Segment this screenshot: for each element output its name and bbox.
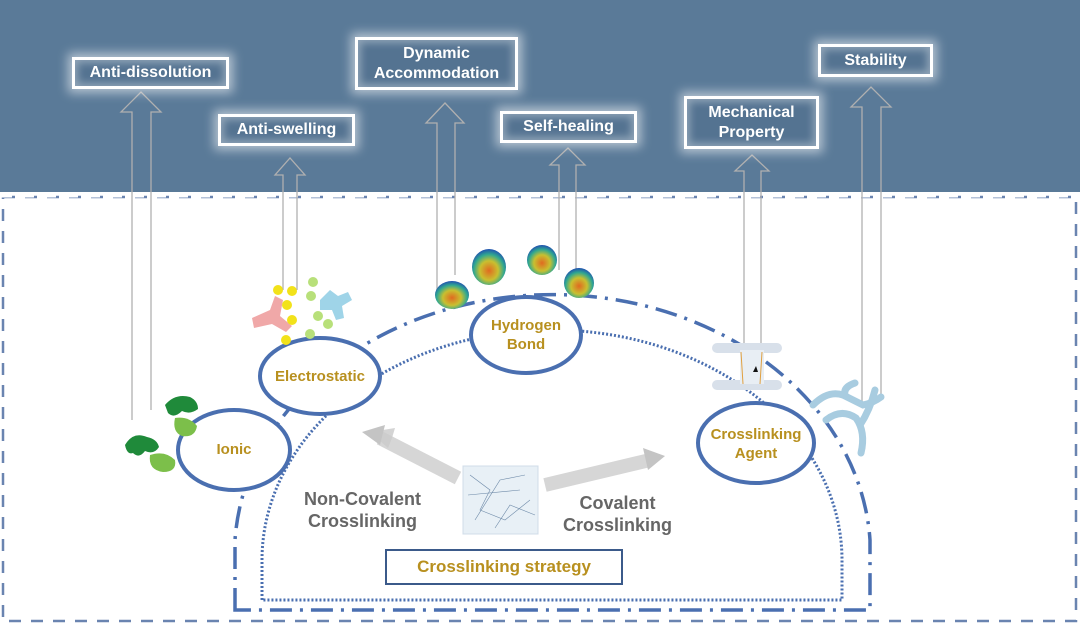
arrow-anti-dissolution xyxy=(119,91,163,420)
properties-band xyxy=(0,0,1080,192)
property-self-healing: Self-healing xyxy=(500,111,637,143)
crosslinking-agent-ellipse xyxy=(696,401,816,485)
crosslinking-agent-molecule-icon xyxy=(712,343,782,390)
arrows xyxy=(119,86,893,420)
arrow-self-healing xyxy=(548,147,587,272)
electrostatic-ellipse xyxy=(258,336,382,416)
branched-polymer-icon xyxy=(809,379,885,457)
crosslinking-strategy-label: Crosslinking strategy xyxy=(417,557,591,576)
hydrogen-bond-ellipse xyxy=(469,295,583,375)
property-anti-swelling: Anti-swelling xyxy=(218,114,355,146)
hydrogel-cube-icon xyxy=(462,465,539,535)
arrow-mechanical-property xyxy=(733,154,771,352)
hydrogen-bond-label: Hydrogen Bond xyxy=(490,317,561,353)
property-label: Dynamic Accommodation xyxy=(373,44,500,82)
crosslinking-strategy-box: Crosslinking strategy xyxy=(385,549,623,585)
electrostatic-molecule-icon xyxy=(252,277,352,345)
covalent-label: Covalent Crosslinking xyxy=(562,493,673,535)
property-dynamic-accommodation: Dynamic Accommodation xyxy=(355,37,518,90)
property-stability: Stability xyxy=(818,44,933,77)
property-label: Anti-dissolution xyxy=(89,64,212,81)
arrow-dynamic-accommodation xyxy=(424,102,466,290)
ionic-molecule-icon xyxy=(125,396,198,472)
arrow-stability xyxy=(849,86,893,405)
electrostatic-label: Electrostatic xyxy=(274,368,366,385)
ionic-ellipse xyxy=(176,408,292,492)
ionic-label: Ionic xyxy=(216,441,252,458)
arrow-to-noncovalent xyxy=(376,431,462,485)
arrow-anti-swelling xyxy=(273,157,307,290)
property-label: Stability xyxy=(844,51,907,69)
non-covalent-label: Non-Covalent Crosslinking xyxy=(304,489,421,531)
property-anti-dissolution: Anti-dissolution xyxy=(72,57,229,89)
property-label: Mechanical Property xyxy=(708,103,795,141)
property-mechanical-property: Mechanical Property xyxy=(684,96,819,149)
property-label: Anti-swelling xyxy=(236,121,337,138)
property-label: Self-healing xyxy=(523,118,614,135)
arrow-to-covalent xyxy=(543,453,652,492)
hydrogen-bond-molecule-icon xyxy=(435,245,594,309)
center-arrows xyxy=(362,425,665,492)
crosslinking-agent-label: Crosslinking Agent xyxy=(710,426,802,462)
